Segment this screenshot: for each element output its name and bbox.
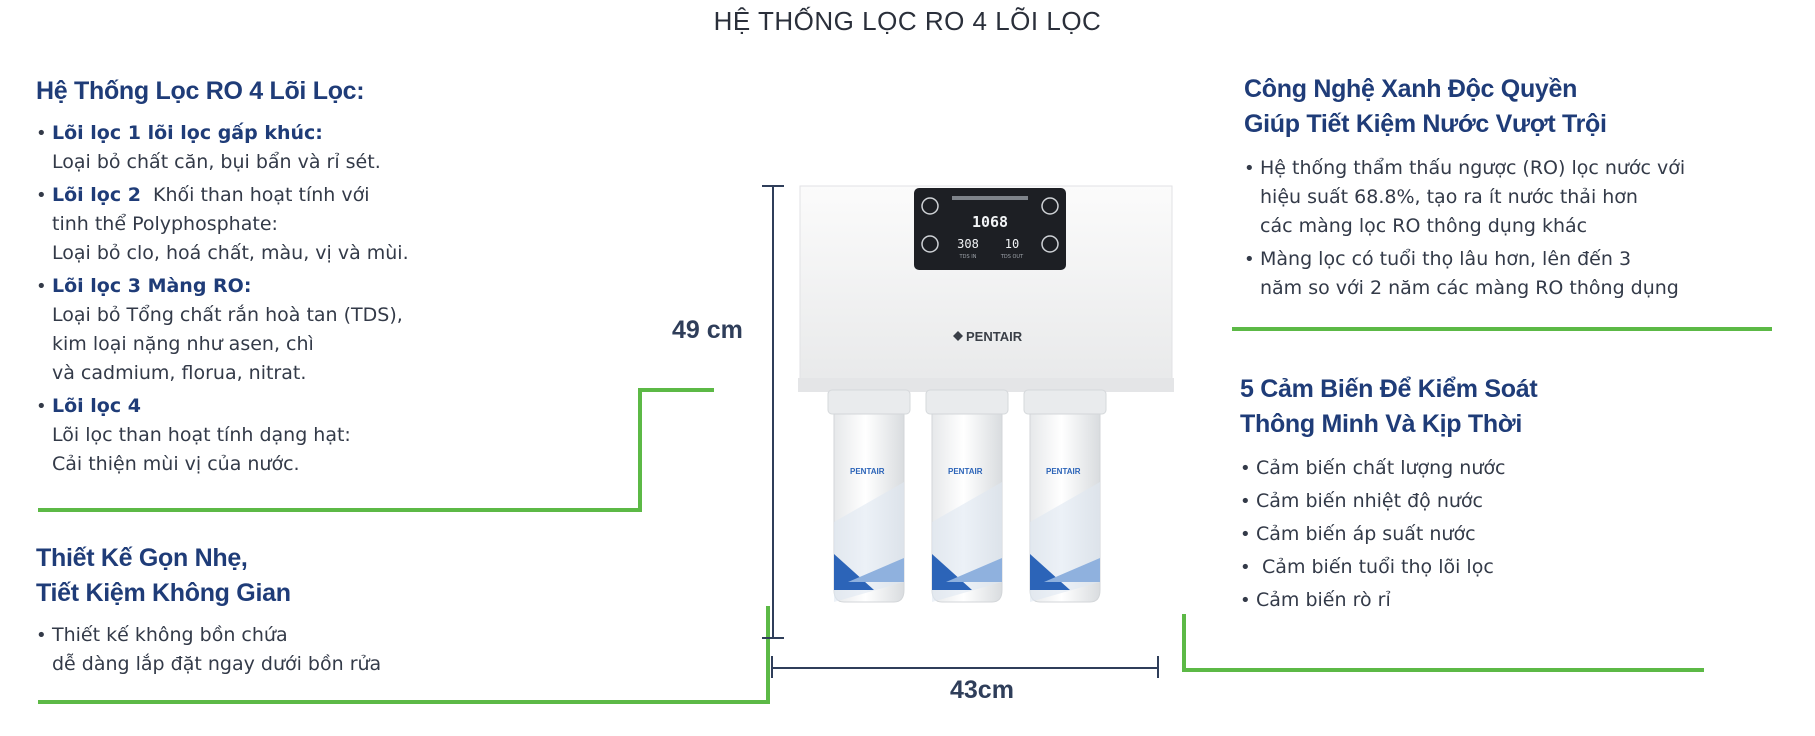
technology-list: Hệ thống thẩm thấu ngược (RO) lọc nước v… [1244, 154, 1784, 303]
display-main-reading: 1068 [972, 213, 1008, 231]
filter-canister: PENTAIR [925, 389, 1009, 603]
brand-logo-icon [953, 331, 963, 341]
item-title: Lõi lọc 4 [52, 395, 141, 417]
list-item: Cảm biến tuổi thọ lõi lọc [1240, 553, 1780, 582]
green-divider [38, 508, 640, 512]
filter-brand-label: PENTAIR [948, 467, 983, 476]
list-item: Lõi lọc 1 lõi lọc gấp khúc: Loại bỏ chất… [36, 119, 636, 177]
left-bottom-section: Thiết Kế Gọn Nhẹ, Tiết Kiệm Không Gian T… [36, 541, 636, 683]
list-item: Lõi lọc 2 Khối than hoạt tính với tinh t… [36, 181, 636, 268]
housing-bottom-edge [798, 378, 1174, 392]
item-line: Màng lọc có tuổi thọ lâu hơn, lên đến 3 [1260, 248, 1632, 270]
green-divider [38, 700, 770, 704]
item-line: tinh thể Polyphosphate: [52, 213, 278, 235]
heading-line: Thiết Kế Gọn Nhẹ, [36, 544, 248, 572]
item-line: Loại bỏ clo, hoá chất, màu, vị và mùi. [52, 242, 409, 264]
item-line: Loại bỏ Tổng chất rắn hoà tan (TDS), [52, 304, 403, 326]
list-item: Cảm biến chất lượng nước [1240, 454, 1780, 483]
list-item: Lõi lọc 4 Lõi lọc than hoạt tính dạng hạ… [36, 392, 636, 479]
item-line: năm so với 2 năm các màng RO thông dụng [1260, 277, 1679, 299]
width-dimension-cap [771, 656, 773, 678]
sensor-list: Cảm biến chất lượng nước Cảm biến nhiệt … [1240, 454, 1780, 615]
width-dimension-label: 43cm [950, 676, 1014, 704]
item-title: Lõi lọc 2 [52, 184, 141, 206]
item-line: Cải thiện mùi vị của nước. [52, 453, 300, 475]
item-title-rest: Khối than hoạt tính với [140, 184, 370, 206]
height-dimension-label: 49 cm [672, 316, 743, 344]
filter-brand-label: PENTAIR [850, 467, 885, 476]
panel-button-icon [921, 235, 939, 253]
height-dimension-cap [762, 637, 784, 639]
green-divider [638, 388, 714, 392]
filter-canister: PENTAIR [827, 389, 911, 603]
green-divider [1182, 668, 1704, 672]
right-top-section: Công Nghệ Xanh Độc Quyền Giúp Tiết Kiệm … [1244, 72, 1784, 307]
left-top-section: Hệ Thống Lọc RO 4 Lõi Lọc: Lõi lọc 1 lõi… [36, 74, 636, 483]
item-line: và cadmium, florua, nitrat. [52, 362, 307, 384]
panel-button-icon [1041, 235, 1059, 253]
heading-line: Giúp Tiết Kiệm Nước Vượt Trội [1244, 110, 1607, 138]
display-right-reading: 10 [1005, 237, 1019, 251]
right-top-heading: Công Nghệ Xanh Độc Quyền Giúp Tiết Kiệm … [1244, 72, 1784, 142]
item-title: Lõi lọc 1 lõi lọc gấp khúc: [52, 122, 323, 144]
item-line: Lõi lọc than hoạt tính dạng hạt: [52, 424, 351, 446]
brand-wordmark: PENTAIR [966, 329, 1023, 344]
item-line: Thiết kế không bồn chứa [52, 624, 288, 646]
right-bottom-heading: 5 Cảm Biến Để Kiểm Soát Thông Minh Và Kị… [1240, 372, 1780, 442]
filter-list: Lõi lọc 1 lõi lọc gấp khúc: Loại bỏ chất… [36, 119, 636, 479]
left-top-heading: Hệ Thống Lọc RO 4 Lõi Lọc: [36, 77, 365, 105]
list-item: Lõi lọc 3 Màng RO: Loại bỏ Tổng chất rắn… [36, 272, 636, 388]
green-divider [1232, 327, 1772, 331]
filter-canister: PENTAIR [1023, 389, 1107, 603]
panel-button-icon [921, 197, 939, 215]
ro-filter-product-image: 1068 308 10 TDS IN TDS OUT PENTAIR PENTA… [798, 185, 1174, 603]
height-dimension-line [772, 186, 774, 638]
filter-brand-label: PENTAIR [1046, 467, 1081, 476]
item-line: Loại bỏ chất căn, bụi bẩn và rỉ sét. [52, 151, 381, 173]
item-line: kim loại nặng như asen, chì [52, 333, 314, 355]
list-item: Thiết kế không bồn chứa dễ dàng lắp đặt … [36, 621, 636, 679]
design-list: Thiết kế không bồn chứa dễ dàng lắp đặt … [36, 621, 636, 679]
list-item: Cảm biến nhiệt độ nước [1240, 487, 1780, 516]
display-left-reading: 308 [957, 237, 979, 251]
list-item: Cảm biến áp suất nước [1240, 520, 1780, 549]
left-bottom-heading: Thiết Kế Gọn Nhẹ, Tiết Kiệm Không Gian [36, 541, 636, 611]
heading-line: Thông Minh Và Kịp Thời [1240, 410, 1522, 438]
heading-line: 5 Cảm Biến Để Kiểm Soát [1240, 375, 1538, 403]
width-dimension-line [772, 667, 1158, 669]
green-divider [638, 388, 642, 512]
item-title: Lõi lọc 3 Màng RO: [52, 275, 252, 297]
list-item: Hệ thống thẩm thấu ngược (RO) lọc nước v… [1244, 154, 1784, 241]
list-item: Màng lọc có tuổi thọ lâu hơn, lên đến 3 … [1244, 245, 1784, 303]
green-divider [1182, 614, 1186, 672]
page-title: HỆ THỐNG LỌC RO 4 LÕI LỌC [713, 6, 1102, 36]
item-line: Hệ thống thẩm thấu ngược (RO) lọc nước v… [1260, 157, 1686, 179]
heading-line: Công Nghệ Xanh Độc Quyền [1244, 75, 1578, 103]
heading-line: Tiết Kiệm Không Gian [36, 579, 291, 607]
display-right-label: TDS OUT [1000, 254, 1024, 260]
item-line: dễ dàng lắp đặt ngay dưới bồn rửa [52, 653, 382, 675]
right-bottom-section: 5 Cảm Biến Để Kiểm Soát Thông Minh Và Kị… [1240, 372, 1780, 619]
width-dimension-cap [1157, 656, 1159, 678]
green-divider [766, 606, 770, 704]
display-left-label: TDS IN [959, 254, 977, 260]
height-dimension-cap [762, 185, 784, 187]
list-item: Cảm biến rò rỉ [1240, 586, 1780, 615]
item-line: hiệu suất 68.8%, tạo ra ít nước thải hơn [1260, 186, 1638, 208]
item-line: các màng lọc RO thông dụng khác [1260, 215, 1588, 237]
panel-button-icon [1041, 197, 1059, 215]
control-panel: 1068 308 10 TDS IN TDS OUT [914, 188, 1066, 270]
